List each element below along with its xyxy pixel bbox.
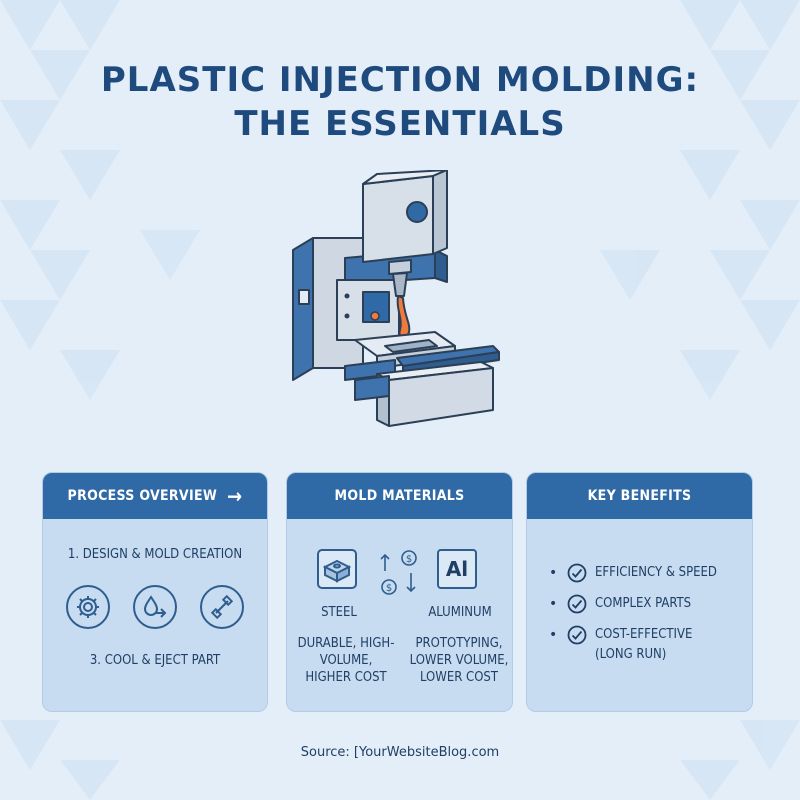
list-item: • COST-EFFECTIVE (LONG RUN): [549, 625, 742, 665]
process-overview-title: PROCESS OVERVIEW: [67, 488, 218, 504]
key-benefits-card: KEY BENEFITS • EFFICIENCY & SPEED • COMP…: [526, 472, 753, 712]
steel-label: STEEL: [321, 605, 357, 620]
check-circle-icon: [567, 594, 587, 614]
aluminum-label: ALUMINUM: [428, 605, 492, 620]
benefits-list: • EFFICIENCY & SPEED • COMPLEX PARTS • C…: [549, 563, 742, 676]
benefit-text: COST-EFFECTIVE: [595, 627, 693, 642]
page-title: PLASTIC INJECTION MOLDING: THE ESSENTIAL…: [0, 58, 800, 146]
bullet-dot-icon: •: [549, 627, 558, 643]
list-item: • COMPLEX PARTS: [549, 594, 742, 614]
benefit-text: COMPLEX PARTS: [595, 596, 692, 611]
key-benefits-body: • EFFICIENCY & SPEED • COMPLEX PARTS • C…: [527, 519, 752, 711]
benefit-text-group: COST-EFFECTIVE (LONG RUN): [595, 625, 692, 665]
check-circle-icon: [567, 563, 587, 583]
cost-swap-icon: $ $: [379, 549, 425, 601]
aluminum-description: PROTOTYPING, LOWER VOLUME, LOWER COST: [409, 636, 509, 685]
title-line-1: PLASTIC INJECTION MOLDING:: [100, 60, 700, 100]
bullet-dot-icon: •: [549, 596, 558, 612]
process-step-1: 1. DESIGN & MOLD CREATION: [67, 547, 243, 562]
benefit-subtext: (LONG RUN): [595, 647, 667, 662]
mold-materials-header: MOLD MATERIALS: [287, 473, 512, 519]
key-benefits-header: KEY BENEFITS: [527, 473, 752, 519]
process-overview-header: PROCESS OVERVIEW →: [43, 473, 267, 519]
gear-icon: [66, 585, 111, 629]
process-overview-card: PROCESS OVERVIEW → 1. DESIGN & MOLD CREA…: [42, 472, 268, 712]
svg-text:$: $: [406, 554, 412, 565]
key-benefits-title: KEY BENEFITS: [587, 488, 692, 504]
bullet-dot-icon: •: [549, 565, 558, 581]
benefit-text: EFFICIENCY & SPEED: [595, 565, 717, 580]
list-item: • EFFICIENCY & SPEED: [549, 563, 742, 583]
steel-block-icon: [317, 549, 357, 593]
mold-materials-card: MOLD MATERIALS $ $ Al STEEL: [286, 472, 513, 712]
process-step-3: 3. COOL & EJECT PART: [89, 653, 221, 668]
melt-inject-icon: [132, 585, 177, 629]
process-icons: [43, 585, 267, 629]
mold-materials-body: $ $ Al STEEL ALUMINUM DURABLE, HIGH-VOLU…: [287, 519, 512, 711]
arrow-right-icon: →: [227, 484, 243, 508]
svg-text:$: $: [386, 583, 392, 594]
aluminum-icon: Al: [437, 549, 477, 589]
source-credit: Source: [YourWebsiteBlog.com: [300, 745, 500, 760]
steel-description: DURABLE, HIGH-VOLUME, HIGHER COST: [297, 636, 395, 685]
check-circle-icon: [567, 625, 587, 645]
process-overview-body: 1. DESIGN & MOLD CREATION: [43, 519, 267, 711]
injection-molding-machine-illustration: [292, 170, 500, 427]
title-line-2: THE ESSENTIALS: [234, 104, 566, 144]
mold-tool-icon: [199, 585, 244, 629]
mold-materials-title: MOLD MATERIALS: [334, 488, 465, 504]
aluminum-icon-text: Al: [445, 557, 469, 581]
